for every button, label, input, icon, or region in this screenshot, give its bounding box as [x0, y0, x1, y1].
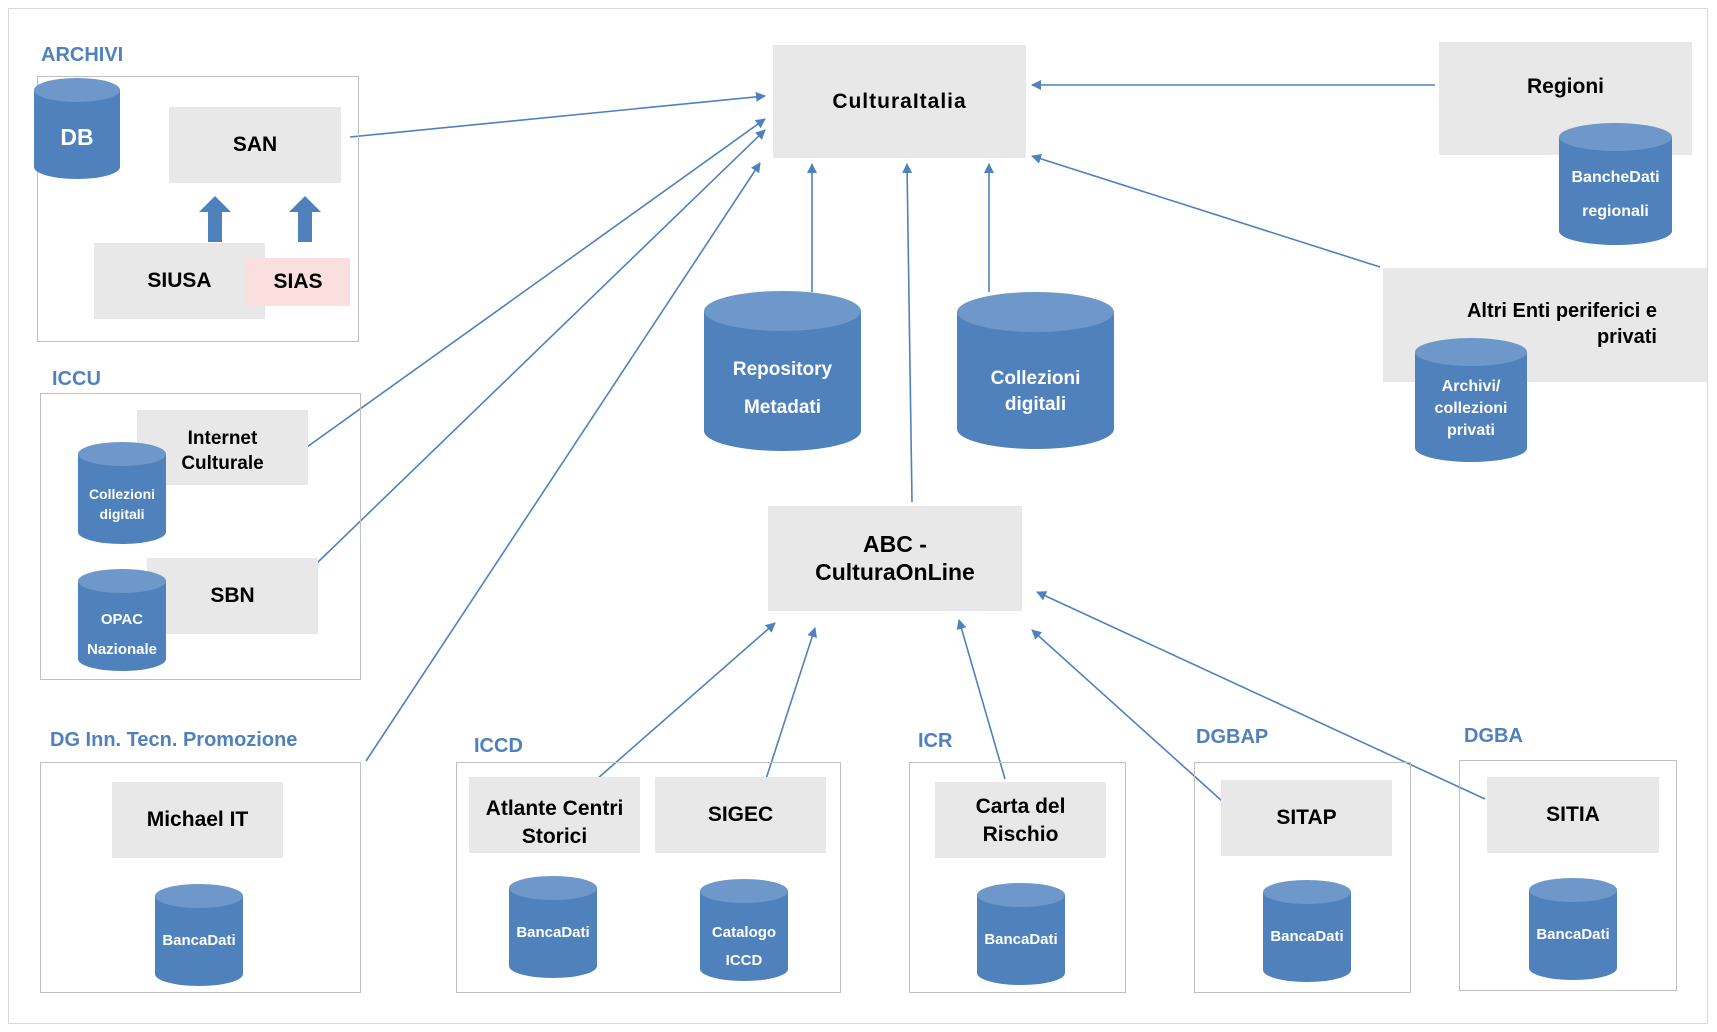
sias-label: SIAS: [273, 270, 323, 294]
sitap-box[interactable]: SITAP: [1221, 780, 1392, 856]
archivi-group-label: ARCHIVI: [41, 44, 124, 66]
altri-db-line2: collezioni: [1434, 400, 1508, 417]
atlante-line1: Atlante Centri: [485, 797, 624, 820]
altri-title-line1: Altri Enti periferici e: [1466, 300, 1657, 322]
atlante-centri-storici-box[interactable]: Atlante Centri Storici: [469, 777, 640, 853]
repository-line1: Repository: [732, 359, 833, 380]
sias-box[interactable]: SIAS: [246, 258, 350, 306]
dg-database-icon: BancaDati: [155, 884, 243, 986]
dg-db-text: BancaDati: [162, 932, 236, 949]
hub-culturaitalia[interactable]: CulturaItalia: [773, 45, 1026, 158]
dgba-database-icon: BancaDati: [1529, 878, 1617, 980]
sbn-box[interactable]: SBN: [147, 558, 318, 634]
abc-title-line2: CulturaOnLine: [815, 559, 975, 585]
regioni-db-line2: regionali: [1582, 203, 1649, 220]
iccu-db1-line2: digitali: [99, 506, 145, 522]
dg-group-label: DG Inn. Tecn. Promozione: [50, 729, 298, 751]
siusa-box[interactable]: SIUSA: [94, 243, 265, 319]
sigec-box[interactable]: SIGEC: [655, 777, 826, 853]
altri-db-line1: Archivi/: [1441, 378, 1501, 395]
iccd-db2-line2: ICCD: [725, 952, 763, 969]
iccu-db2-line2: Nazionale: [86, 641, 158, 658]
dgba-group: [1459, 760, 1677, 991]
altri-title-line2: privati: [1596, 326, 1657, 348]
carta-del-rischio-box[interactable]: Carta del Rischio: [935, 782, 1106, 858]
siusa-up-arrow-icon: [199, 196, 231, 242]
opac-database-icon: OPAC Nazionale: [78, 569, 166, 671]
collezioni-center-line2: digitali: [1004, 394, 1067, 415]
dgbap-group-label: DGBAP: [1196, 726, 1269, 748]
carta-line2: Rischio: [982, 823, 1059, 846]
altri-db-line3: privati: [1446, 422, 1495, 439]
internet-line1: Internet: [187, 428, 258, 449]
michael-it-box[interactable]: Michael IT: [112, 782, 283, 858]
iccu-group: [40, 393, 361, 680]
collezioni-center-line1: Collezioni: [990, 368, 1081, 389]
sitia-label: SITIA: [1546, 803, 1600, 827]
iccd-bancadati-database-icon: BancaDati: [509, 876, 597, 978]
dgba-db-text: BancaDati: [1536, 926, 1610, 943]
iccu-db1-line1: Collezioni: [88, 486, 156, 502]
iccd-group-label: ICCD: [474, 735, 523, 757]
icr-database-icon: BancaDati: [977, 883, 1065, 985]
dg-group: [40, 762, 361, 993]
diagram-frame: [8, 8, 1708, 1024]
iccu-db2-line1: OPAC: [100, 611, 144, 628]
collezioni-digitali-database[interactable]: Collezioni digitali: [957, 292, 1114, 449]
sias-up-arrow-icon: [289, 196, 321, 242]
regioni-database-icon: BancheDati regionali: [1559, 123, 1672, 245]
dgbap-database-icon: BancaDati: [1263, 880, 1351, 982]
repository-metadati-database[interactable]: Repository Metadati: [704, 291, 861, 451]
siusa-label: SIUSA: [147, 269, 212, 293]
sitia-box[interactable]: SITIA: [1487, 777, 1659, 853]
regioni-db-line1: BancheDati: [1571, 169, 1660, 186]
archivi-group: [37, 76, 359, 342]
hub-title: CulturaItalia: [832, 89, 967, 113]
dgba-group-label: DGBA: [1464, 725, 1523, 747]
altri-database-icon: Archivi/ collezioni privati: [1415, 338, 1527, 462]
san-box[interactable]: SAN: [169, 107, 341, 183]
icr-group: [909, 762, 1126, 993]
abc-culturaonline-box[interactable]: ABC - CulturaOnLine: [768, 506, 1022, 611]
regioni-title: Regioni: [1527, 75, 1604, 98]
abc-title-line1: ABC -: [863, 531, 927, 557]
internet-line2: Culturale: [181, 453, 264, 474]
iccu-collezioni-database-icon: Collezioni digitali: [78, 442, 166, 544]
sigec-label: SIGEC: [707, 803, 774, 827]
iccd-db2-line1: Catalogo: [711, 924, 777, 941]
icr-group-label: ICR: [918, 730, 953, 752]
archivi-db-icon: DB: [34, 78, 120, 179]
repository-line2: Metadati: [743, 397, 822, 418]
icr-db-text: BancaDati: [984, 931, 1058, 948]
dgbap-db-text: BancaDati: [1270, 928, 1344, 945]
michael-label: Michael IT: [146, 808, 249, 832]
carta-line1: Carta del: [975, 795, 1066, 818]
iccd-group: [456, 762, 841, 993]
iccu-group-label: ICCU: [52, 368, 101, 390]
sbn-label: SBN: [210, 584, 255, 608]
catalogo-iccd-database-icon: Catalogo ICCD: [700, 879, 788, 981]
atlante-line2: Storici: [521, 825, 588, 848]
dgbap-group: [1194, 762, 1411, 993]
archivi-db-text: DB: [60, 124, 94, 150]
sitap-label: SITAP: [1276, 806, 1337, 830]
iccd-db1-text: BancaDati: [516, 924, 590, 941]
altri-enti-box[interactable]: Altri Enti periferici e privati: [1383, 268, 1707, 382]
san-label: SAN: [232, 133, 278, 157]
